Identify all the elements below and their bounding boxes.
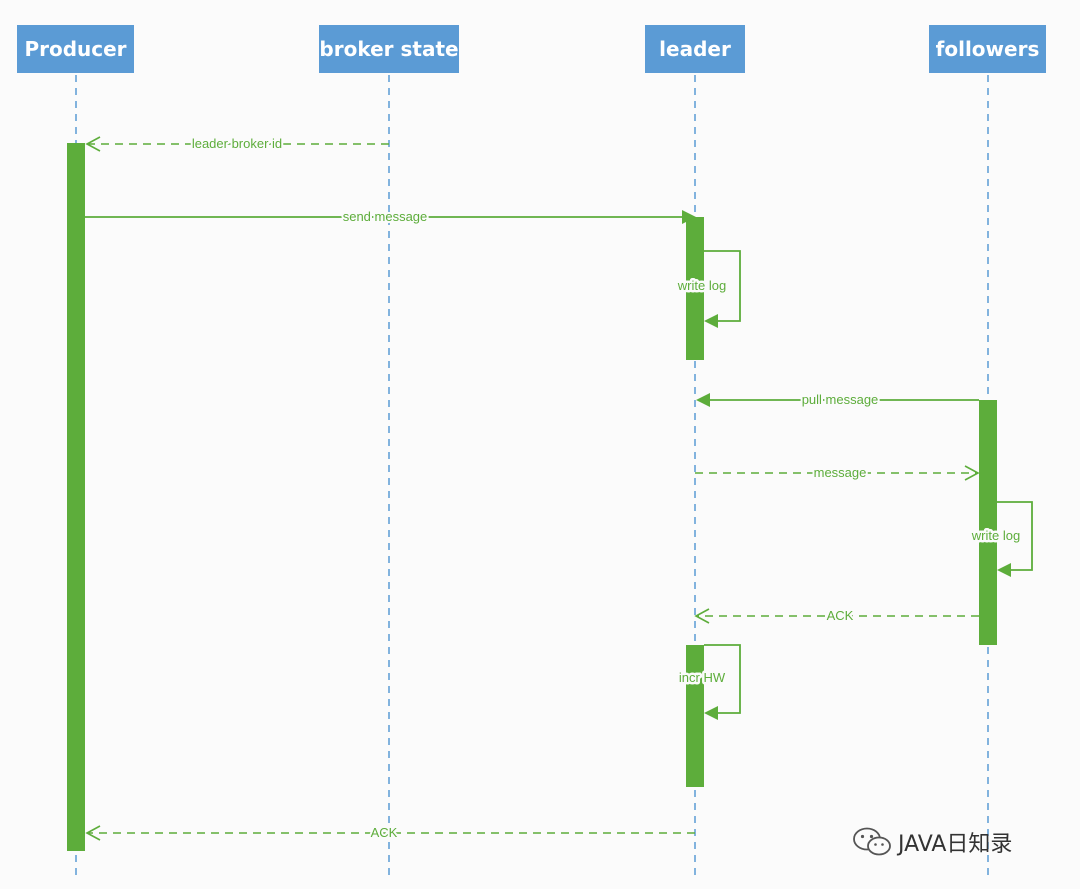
message-label: incr HW — [679, 670, 726, 685]
activation-followers — [979, 400, 997, 645]
message-leader-broker-id: leader broker id — [85, 134, 389, 153]
participant-broker-state: broker state — [319, 25, 459, 73]
message-label: write log — [971, 528, 1020, 543]
participant-producer: Producer — [17, 25, 134, 73]
participant-followers: followers — [929, 25, 1046, 73]
message-label: send message — [343, 209, 428, 224]
message-pull-message: pull message — [696, 390, 979, 409]
message-label: pull message — [802, 392, 879, 407]
participant-label: broker state — [319, 37, 458, 61]
self-message-leader-incr-hw: incr HW — [676, 644, 741, 720]
watermark: JAVA日知录 — [852, 826, 1012, 858]
self-message-followers-write-log: write log — [968, 501, 1033, 577]
activation-producer — [67, 143, 85, 851]
participant-label: followers — [936, 37, 1040, 61]
participant-label: leader — [659, 37, 731, 61]
self-message-leader-write-log: write log — [674, 250, 741, 328]
message-label: write log — [677, 278, 726, 293]
activation-leader-write — [686, 217, 704, 360]
participant-leader: leader — [645, 25, 745, 73]
message-ack-producer: ACK — [85, 823, 695, 842]
participant-label: Producer — [24, 37, 126, 61]
message-message: message — [695, 463, 980, 482]
message-ack-followers: ACK — [694, 606, 979, 625]
message-label: ACK — [827, 608, 854, 623]
wechat-icon — [853, 827, 891, 856]
message-label: ACK — [371, 825, 398, 840]
message-send-message: send message — [85, 207, 696, 226]
activation-leader-hw — [686, 645, 704, 787]
message-label: leader broker id — [192, 136, 282, 151]
message-label: message — [814, 465, 867, 480]
watermark-text: JAVA日知录 — [898, 832, 1013, 857]
